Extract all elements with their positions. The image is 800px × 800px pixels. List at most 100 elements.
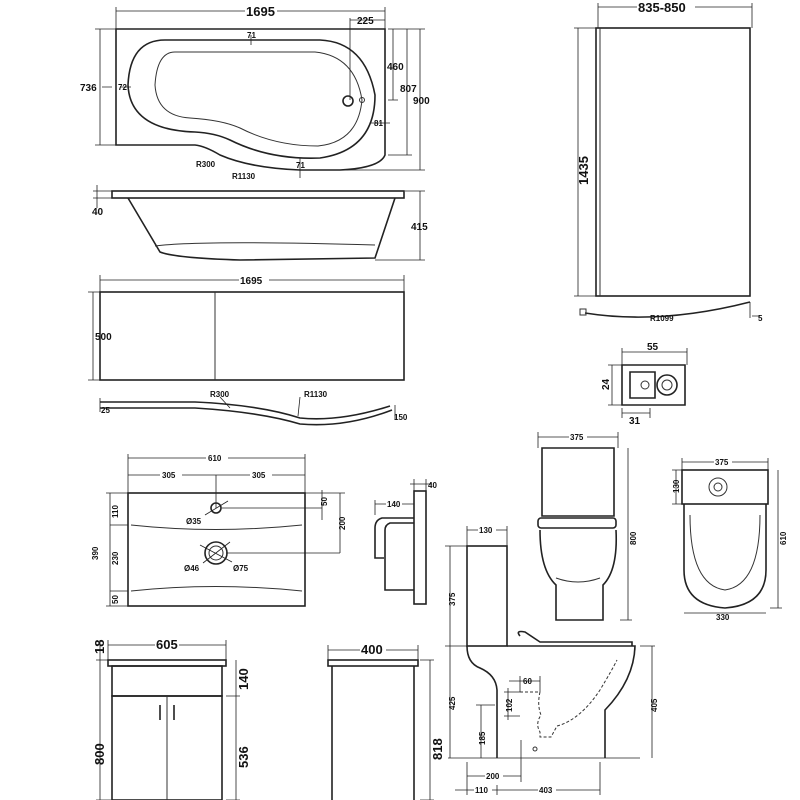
cistern-side bbox=[466, 545, 508, 647]
toilet-front-view: 375 800 bbox=[537, 432, 638, 621]
basin-middle-label: 230 bbox=[111, 551, 120, 565]
vanity-height-label: 800 bbox=[92, 743, 107, 765]
bath-plan-view: 1695 225 71 736 72 460 807 900 81 R300 R… bbox=[80, 4, 430, 181]
profile-outline bbox=[621, 364, 686, 406]
bath-waste-icon bbox=[342, 95, 354, 107]
bath-body bbox=[127, 197, 396, 261]
waste-outer-label: Ø75 bbox=[233, 564, 249, 573]
vanity-top-label: 18 bbox=[92, 640, 107, 654]
waste-width-label: 60 bbox=[523, 677, 532, 686]
basin-side-view: 140 40 bbox=[374, 479, 437, 605]
rim-side-label: 81 bbox=[374, 119, 383, 128]
waste-height-label: 185 bbox=[478, 731, 487, 745]
bath-rim-inner bbox=[127, 39, 376, 159]
vanity-front-view: 605 18 140 800 536 bbox=[92, 637, 251, 800]
tap-to-top-label: 50 bbox=[320, 497, 329, 506]
rim-top-label: 71 bbox=[247, 31, 256, 40]
toilet-bowl-width-label: 330 bbox=[716, 613, 730, 622]
vanity-basin-top bbox=[107, 659, 227, 667]
screen-profile-section: 55 24 31 bbox=[601, 342, 688, 427]
bath-width-end-label: 736 bbox=[80, 83, 97, 94]
flush-button-icon bbox=[708, 477, 728, 497]
toilet-side-view: 130 375 425 185 102 60 405 200 110 403 bbox=[445, 525, 659, 795]
screen-radius-label: R1099 bbox=[650, 314, 674, 323]
bath-panel-elevation: 1695 500 bbox=[88, 274, 405, 381]
cistern-plan bbox=[681, 469, 769, 505]
bath-floor-line bbox=[154, 242, 376, 247]
toilet-plan-view: 375 130 610 330 bbox=[672, 457, 788, 622]
basin-side-slab bbox=[413, 490, 427, 605]
dimension-lines bbox=[608, 348, 688, 418]
vanity-drawer-panel bbox=[111, 665, 223, 697]
cistern-height-label: 375 bbox=[448, 592, 457, 606]
panel-radius-small-label: R300 bbox=[210, 390, 230, 399]
rim-height-label: 40 bbox=[92, 207, 104, 218]
bath-rim bbox=[111, 190, 405, 199]
bath-panel bbox=[99, 291, 405, 381]
vanity-drawer-label: 140 bbox=[236, 668, 251, 690]
top-to-tap-label: 110 bbox=[111, 505, 120, 518]
radius-large-label: R1130 bbox=[232, 172, 256, 181]
rim-bottom-label: 71 bbox=[296, 161, 305, 170]
dimension-lines bbox=[106, 454, 345, 607]
vanity-side-top bbox=[327, 659, 419, 667]
basin-thickness-label: 40 bbox=[428, 481, 437, 490]
dimension-lines bbox=[93, 185, 425, 261]
basin-bottom-label: 50 bbox=[111, 595, 120, 604]
tap-hole-label: Ø35 bbox=[186, 517, 202, 526]
pan-height-label: 425 bbox=[448, 696, 457, 710]
profile-height-label: 24 bbox=[601, 378, 612, 390]
bath-outline bbox=[115, 28, 386, 171]
bowl-height-label: 405 bbox=[650, 698, 659, 712]
bath-width-max-label: 900 bbox=[413, 96, 430, 107]
waste-outlet-hidden bbox=[520, 659, 618, 738]
cistern-depth-label: 130 bbox=[479, 526, 493, 535]
bath-depth-label: 415 bbox=[411, 222, 428, 233]
toilet-cistern-label: 130 bbox=[672, 479, 681, 493]
waste-depth-label: 460 bbox=[387, 62, 404, 73]
bath-basin-inner bbox=[154, 51, 363, 147]
wall-gap-label: 110 bbox=[475, 786, 488, 795]
dimension-lines bbox=[445, 526, 655, 795]
basin-bowl-edges bbox=[130, 524, 303, 592]
dimension-lines bbox=[88, 275, 405, 381]
panel-length-label: 1695 bbox=[240, 276, 263, 287]
dimension-lines bbox=[574, 3, 760, 318]
seat-front bbox=[537, 517, 617, 529]
screen-hinge-block bbox=[579, 308, 587, 316]
bath-length-label: 1695 bbox=[246, 4, 275, 19]
dimension-lines bbox=[327, 645, 434, 800]
panel-height-label: 500 bbox=[95, 332, 112, 343]
panel-end-left-label: 25 bbox=[101, 406, 110, 415]
screen-glass bbox=[595, 27, 751, 297]
profile-width-label: 55 bbox=[647, 342, 659, 353]
waste-to-top-label: 200 bbox=[338, 516, 347, 530]
radius-small-label: R300 bbox=[196, 160, 216, 169]
vanity-side-view: 400 818 bbox=[327, 642, 445, 800]
panel-curve bbox=[100, 401, 393, 426]
wall-to-waste-label: 200 bbox=[486, 772, 500, 781]
waste-inner-icon bbox=[208, 545, 224, 561]
bowl-plan bbox=[683, 504, 767, 609]
toilet-width-label: 375 bbox=[570, 433, 584, 442]
cistern-front bbox=[541, 447, 615, 517]
basin-half-right-label: 305 bbox=[252, 471, 266, 480]
basin-depth-label: 390 bbox=[91, 546, 100, 560]
basin-side-bowl bbox=[374, 517, 414, 591]
screen-height-label: 1435 bbox=[576, 156, 591, 185]
toilet-plan-width-label: 375 bbox=[715, 458, 729, 467]
vanity-depth-label: 400 bbox=[361, 642, 383, 657]
vanity-door-label: 536 bbox=[236, 746, 251, 768]
bath-panel-plan: R300 R1130 25 150 bbox=[99, 390, 408, 426]
dimension-lines bbox=[99, 396, 396, 420]
bath-overflow-icon bbox=[359, 97, 365, 103]
panel-end-right-label: 150 bbox=[394, 413, 408, 422]
screen-plan-arc bbox=[584, 301, 751, 318]
basin-projection-label: 140 bbox=[387, 500, 401, 509]
waste-inner-label: Ø46 bbox=[184, 564, 200, 573]
screen-width-label: 835-850 bbox=[638, 0, 686, 15]
rim-end-label: 72 bbox=[118, 83, 127, 92]
screen-offset-label: 5 bbox=[758, 314, 763, 323]
